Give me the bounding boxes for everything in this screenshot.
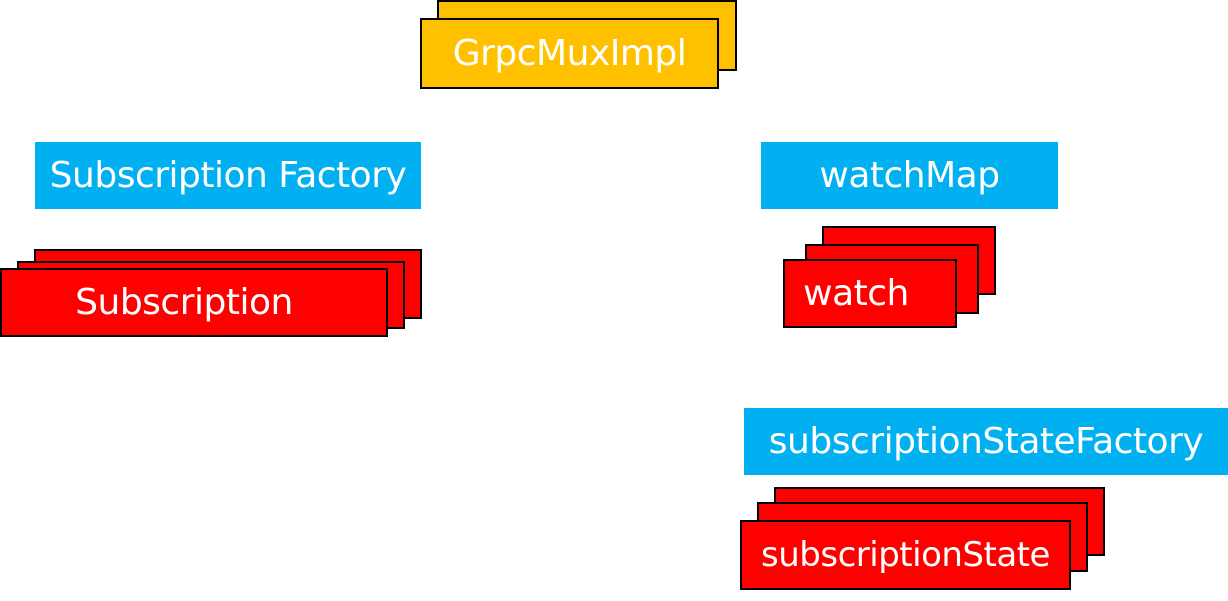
- subscription-state-factory-label: subscriptionStateFactory: [768, 421, 1204, 462]
- grpc-mux-impl-box: GrpcMuxImpl: [420, 18, 719, 89]
- subscription-box: Subscription: [0, 268, 388, 337]
- subscription-factory-label: Subscription Factory: [49, 155, 407, 196]
- subscription-factory-box: Subscription Factory: [35, 142, 421, 209]
- grpc-mux-impl-label: GrpcMuxImpl: [452, 33, 687, 74]
- watch-map-label: watchMap: [819, 155, 1000, 196]
- watch-label: watch: [803, 273, 909, 314]
- subscription-state-factory-box: subscriptionStateFactory: [744, 408, 1228, 475]
- watch-box: watch: [783, 259, 957, 328]
- watch-map-box: watchMap: [761, 142, 1058, 209]
- subscription-label: Subscription: [75, 282, 293, 323]
- subscription-state-box: subscriptionState: [740, 520, 1071, 590]
- subscription-state-label: subscriptionState: [761, 535, 1050, 575]
